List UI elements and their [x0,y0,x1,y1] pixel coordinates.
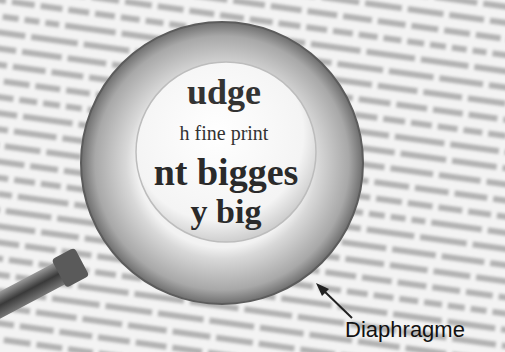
part-label: Diaphragme [345,319,465,341]
magnified-text: h fine print [180,123,269,143]
magnified-text: y big [191,195,262,229]
magnified-text: nt bigges [154,153,299,191]
leader-line [322,289,352,318]
magnified-text: udge [187,74,261,110]
arrow-head [316,283,329,296]
